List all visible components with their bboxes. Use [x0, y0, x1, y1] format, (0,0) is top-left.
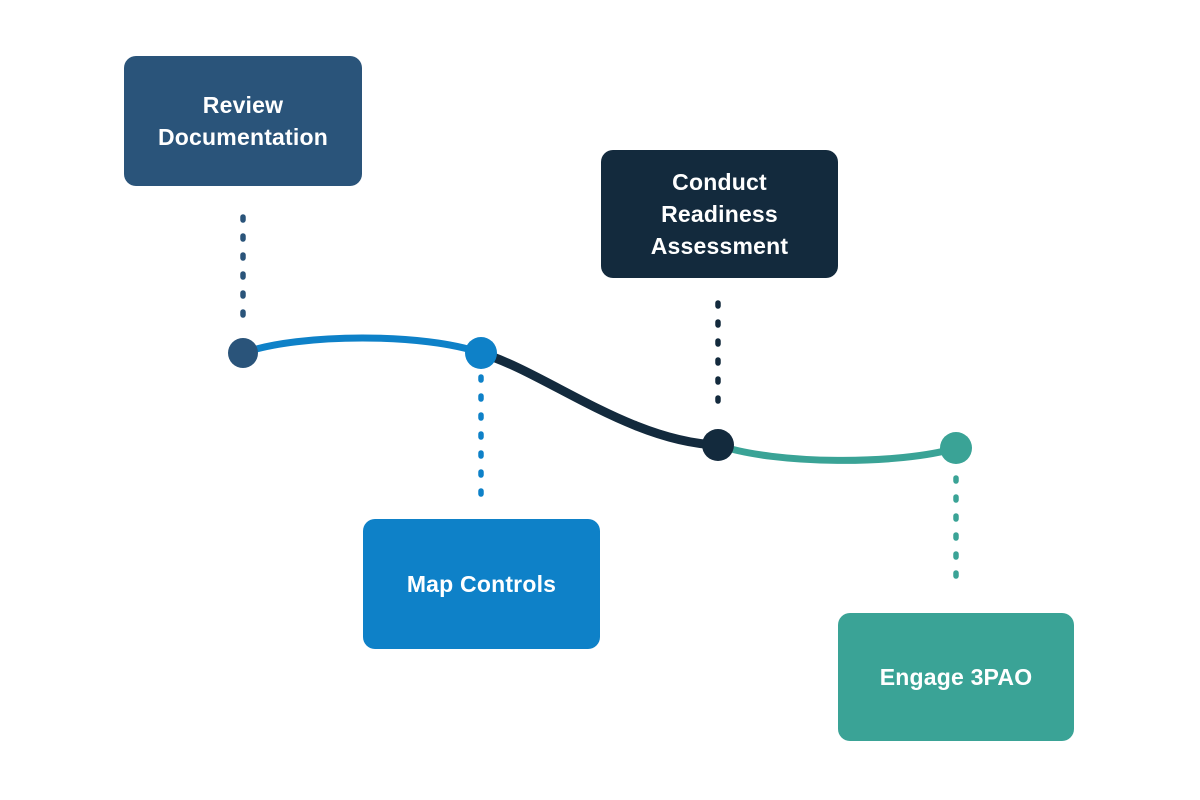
timeline-curve-segment-2 — [476, 348, 723, 450]
timeline-node-map-controls — [465, 337, 497, 369]
timeline-node-review-documentation — [228, 338, 258, 368]
timeline-curve-segment-1 — [239, 334, 485, 357]
step-card-engage-3pao: Engage 3PAO — [838, 613, 1074, 741]
step-label-review-documentation: Review Documentation — [158, 92, 328, 150]
step-label-conduct-readiness-assessment: Conduct Readiness Assessment — [650, 169, 789, 259]
step-label-map-controls: Map Controls — [406, 571, 557, 597]
step-card-map-controls: Map Controls — [363, 519, 600, 649]
step-card-review-documentation: Review Documentation — [124, 56, 362, 186]
timeline-node-engage-3pao — [940, 432, 972, 464]
step-card-conduct-readiness-assessment: Conduct Readiness Assessment — [601, 150, 838, 278]
timeline-curve-segment-3 — [714, 441, 960, 464]
step-label-engage-3pao: Engage 3PAO — [879, 664, 1033, 690]
timeline-node-conduct-readiness — [702, 429, 734, 461]
